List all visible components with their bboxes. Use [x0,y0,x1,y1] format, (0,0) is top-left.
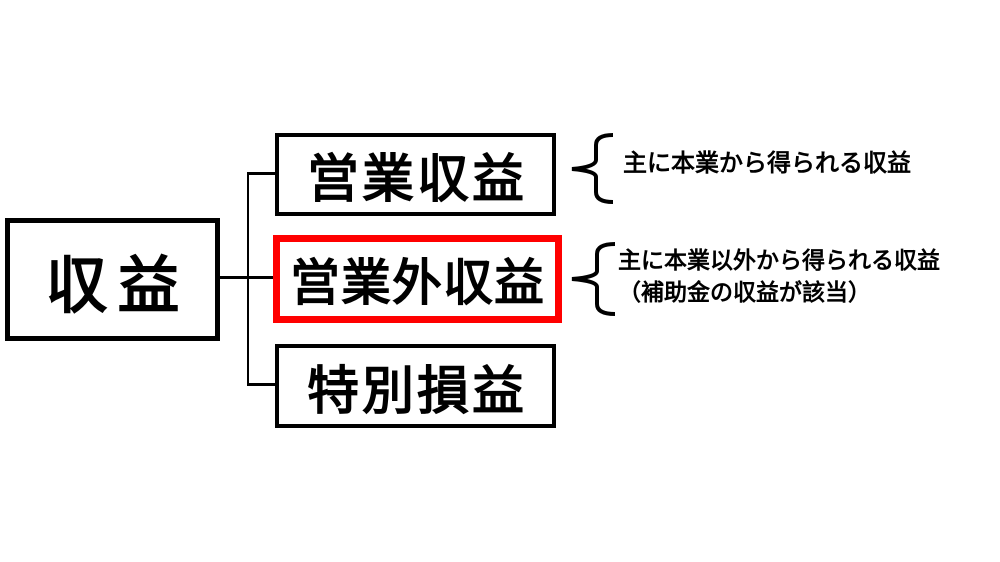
left-curly-brace-icon [571,133,614,204]
operating-revenue-note: 主に本業から得られる収益 [623,150,911,178]
connector-vertical-trunk [247,172,249,386]
left-curly-brace-icon [571,242,616,316]
note-line: 主に本業から得られる収益 [623,150,911,177]
revenue-box: 収益 [5,218,220,341]
note-line: （補助金の収益が該当） [618,279,871,305]
connector-stub-special-gains [248,383,276,386]
revenue-box-label: 収益 [45,251,190,321]
connector-root-horizontal [219,276,274,279]
note-line: 主に本業以外から得られる収益 [618,247,940,273]
non-operating-revenue-note: 主に本業以外から得られる収益 （補助金の収益が該当） [618,244,940,308]
non-operating-revenue-box-highlighted: 営業外収益 [273,235,562,323]
special-gains-losses-label: 特別損益 [306,362,527,421]
operating-revenue-label: 営業収益 [306,151,527,209]
special-gains-losses-box: 特別損益 [275,344,556,428]
non-operating-revenue-label: 営業外収益 [290,255,545,311]
connector-stub-operating-revenue [248,172,276,175]
operating-revenue-box: 営業収益 [275,133,556,216]
